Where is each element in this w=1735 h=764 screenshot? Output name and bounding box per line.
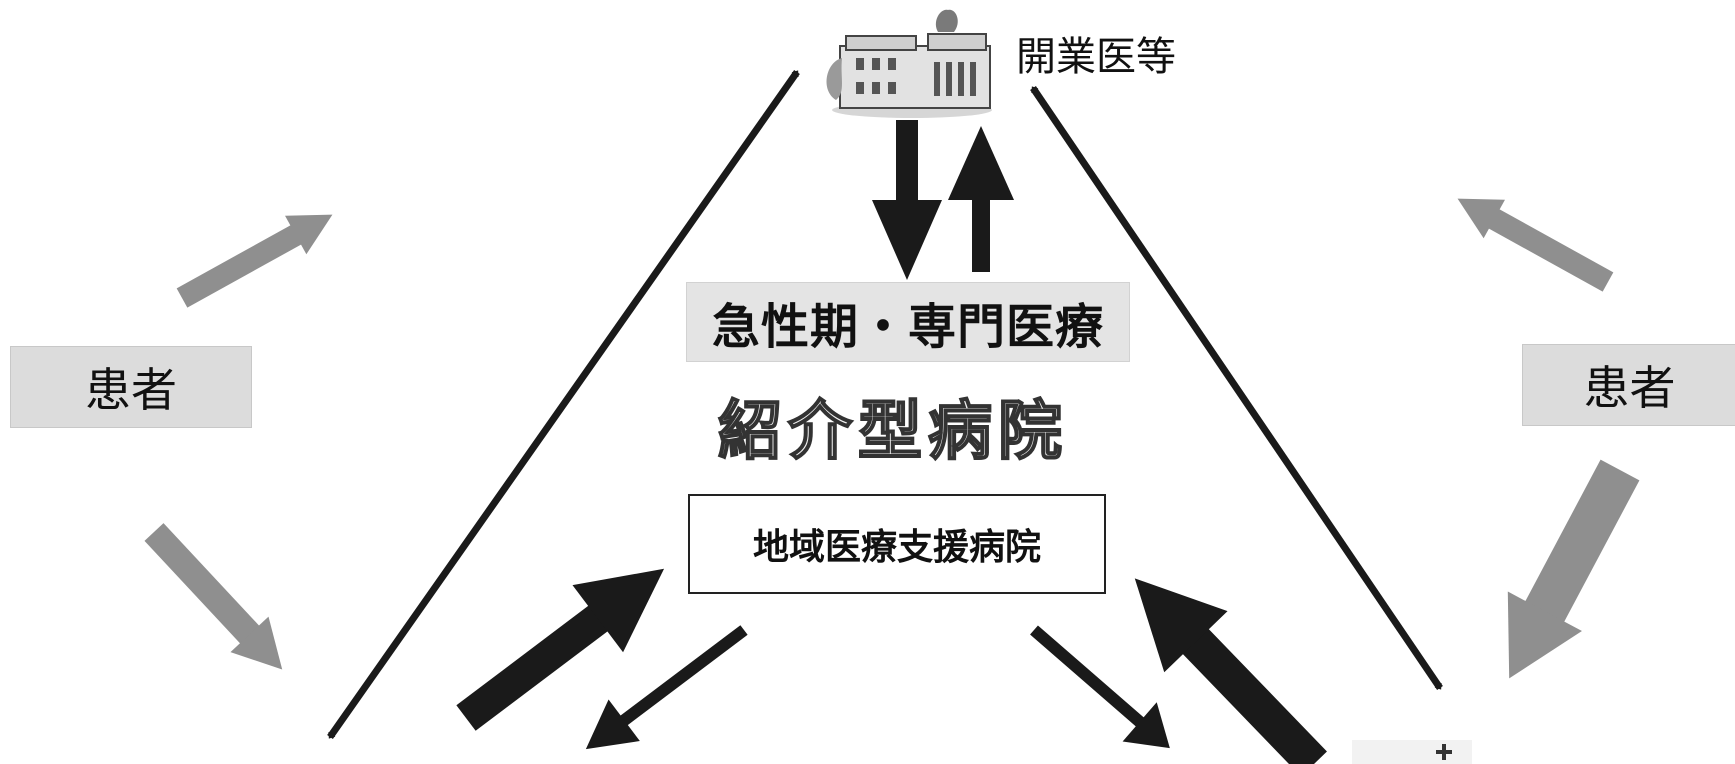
regional-support-hospital-label: 地域医療支援病院: [752, 526, 1041, 568]
patient-left-box: 患者: [10, 346, 252, 428]
acute-care-box: 急性期・専門医療: [686, 282, 1130, 362]
gray-arrow-left-down: [144, 523, 283, 670]
patient-left-label: 患者: [85, 363, 177, 417]
acute-care-label: 急性期・専門医療: [711, 299, 1104, 355]
medical-cross-icon: [1352, 740, 1472, 764]
arrow-clinic-to-acute-down: [872, 120, 942, 280]
thick-arrow-bottom-right-up: [1134, 578, 1327, 764]
patient-right-label: 患者: [1583, 361, 1676, 415]
regional-support-hospital-box: 地域医療支援病院: [688, 494, 1106, 594]
thick-arrow-bottom-left-up: [456, 568, 665, 731]
arrow-acute-to-clinic-up: [948, 126, 1014, 272]
arrow-clinic-left-bidirectional: [327, 69, 800, 740]
referral-hospital-label: 紹介型病院: [717, 394, 1068, 470]
gray-arrow-right-down: [1507, 459, 1640, 679]
gray-arrow-left-up: [176, 214, 333, 308]
arrow-clinic-right-bidirectional: [1030, 86, 1443, 690]
patient-right-box: 患者: [1522, 344, 1735, 426]
clinic-building-icon: [826, 9, 992, 118]
arrow-to-bottom-right: [1030, 625, 1170, 749]
arrow-to-bottom-left: [585, 625, 748, 750]
clinic-label: 開業医等: [1016, 34, 1176, 80]
gray-arrow-right-up: [1457, 198, 1614, 292]
